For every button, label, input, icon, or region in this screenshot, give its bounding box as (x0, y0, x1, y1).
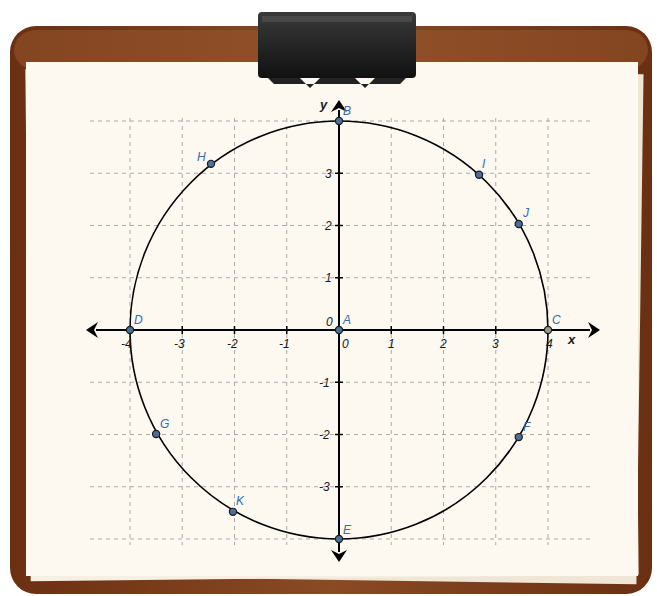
tick (286, 326, 288, 334)
tick (335, 486, 343, 488)
tick-number: 3 (492, 337, 499, 351)
axis-ticks (130, 121, 548, 539)
point-dot (544, 326, 551, 333)
grid-line (90, 173, 592, 174)
point-label: G (160, 417, 169, 431)
tick (335, 277, 343, 279)
tick (335, 225, 343, 227)
point-dot (335, 535, 342, 542)
point-dot (515, 434, 522, 441)
tick-number: 2 (440, 337, 447, 351)
point-label: B (343, 104, 351, 118)
circle (130, 121, 548, 539)
point-label: C (552, 313, 561, 327)
clipboard-board (10, 26, 652, 594)
tick (335, 173, 343, 175)
grid-line (443, 118, 444, 545)
grid-line (234, 118, 235, 545)
tick (391, 326, 393, 334)
tick-number: 4 (546, 337, 553, 351)
grid-lines (90, 118, 592, 545)
grid-line (90, 486, 592, 487)
point-dot (515, 220, 522, 227)
axis-name: x (568, 333, 575, 347)
tick-number: -2 (319, 428, 330, 442)
tick (182, 326, 184, 334)
point-dot (335, 326, 342, 333)
point-label: F (523, 420, 530, 434)
tick (495, 326, 497, 334)
point-dot (153, 430, 160, 437)
tick-number: -4 (121, 337, 132, 351)
board-clip (258, 12, 416, 78)
tick-number: 1 (325, 271, 332, 285)
tick-number: -1 (319, 376, 330, 390)
point-label: H (197, 150, 206, 164)
grid-line (90, 382, 592, 383)
grid-line (391, 118, 392, 545)
paper-sheet (26, 62, 638, 576)
tick (335, 382, 343, 384)
tick-number: 3 (325, 167, 332, 181)
point-label: J (523, 206, 529, 220)
grid-line (90, 277, 592, 278)
tick-number: -2 (227, 337, 238, 351)
tick-number: 2 (325, 219, 332, 233)
grid-line (182, 118, 183, 545)
point-dot (126, 326, 133, 333)
point-dot (475, 171, 482, 178)
axes (86, 100, 600, 562)
tick-number: -3 (174, 337, 185, 351)
points (126, 117, 551, 542)
point-label: K (236, 494, 244, 508)
point-dot (207, 160, 214, 167)
tick-number: -1 (279, 337, 290, 351)
tick (443, 326, 445, 334)
point-dot (335, 117, 342, 124)
axis-name: y (320, 98, 327, 112)
point-label: A (343, 313, 351, 327)
point-label: I (482, 157, 485, 171)
tick-number: 0 (326, 315, 333, 329)
tick-number: 1 (388, 337, 395, 351)
tick-number: -3 (319, 480, 330, 494)
grid-line (495, 118, 496, 545)
grid-line (286, 118, 287, 545)
point-label: E (343, 523, 351, 537)
tick (335, 434, 343, 436)
tick (234, 326, 236, 334)
point-dot (229, 508, 236, 515)
tick-number: 0 (342, 337, 349, 351)
point-label: D (134, 313, 143, 327)
